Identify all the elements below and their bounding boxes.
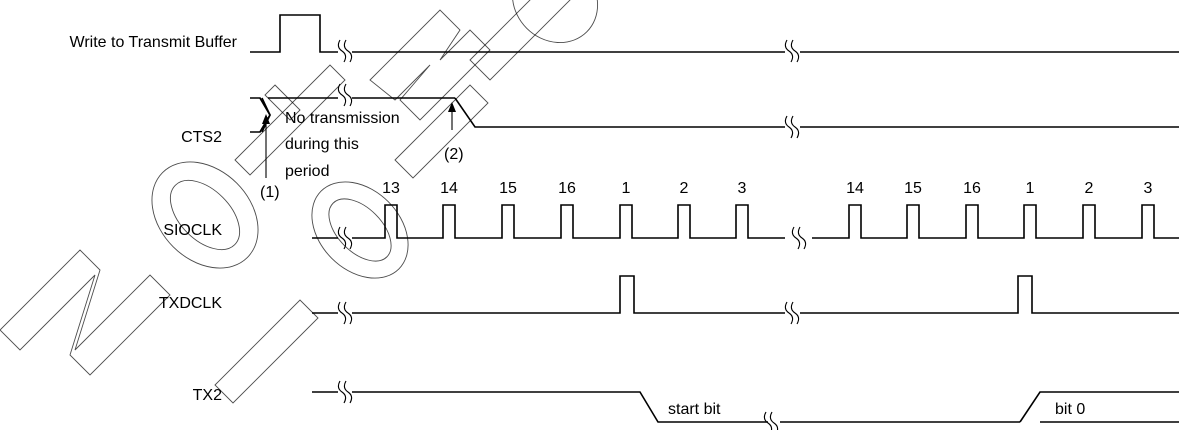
clock-count-label: 13 [382,180,400,197]
signal-label-tx: TX2 [193,387,222,404]
no-transmission-line1: No transmission [285,110,400,127]
clock-count-label: 15 [904,180,922,197]
watermark [0,0,599,404]
marker-2: (2) [444,146,464,163]
clock-count-label: 2 [1085,180,1094,197]
cts-annotations [262,102,456,178]
no-transmission-line3: period [285,163,329,180]
clock-count-label: 16 [558,180,576,197]
waveform-txdclk [312,275,1179,325]
clock-count-label: 1 [622,180,631,197]
marker-1: (1) [260,184,280,201]
no-transmission-line2: during this [285,136,359,153]
clock-count-label: 3 [738,180,747,197]
clock-count-label: 3 [1144,180,1153,197]
clock-count-label: 16 [963,180,981,197]
waveform-write-buffer [250,14,1179,63]
clock-count-label: 1 [1026,180,1035,197]
waveform-tx [312,380,1179,430]
signal-label-cts: CTS2 [181,129,222,146]
clock-count-label: 14 [846,180,864,197]
bit0-label: bit 0 [1055,401,1085,418]
start-bit-label: start bit [668,401,721,418]
signal-label-txdclk: TXDCLK [159,295,222,312]
clock-count-label: 15 [499,180,517,197]
clock-count-label: 14 [440,180,458,197]
clock-count-labels: 13 14 15 16 1 2 3 14 15 16 1 2 3 [382,180,1152,197]
signal-label-write-buffer: Write to Transmit Buffer [70,34,238,51]
waveform-cts [250,83,1179,139]
waveform-sioclk [312,204,1179,250]
signal-label-sioclk: SIOCLK [163,222,222,239]
clock-count-label: 2 [680,180,689,197]
